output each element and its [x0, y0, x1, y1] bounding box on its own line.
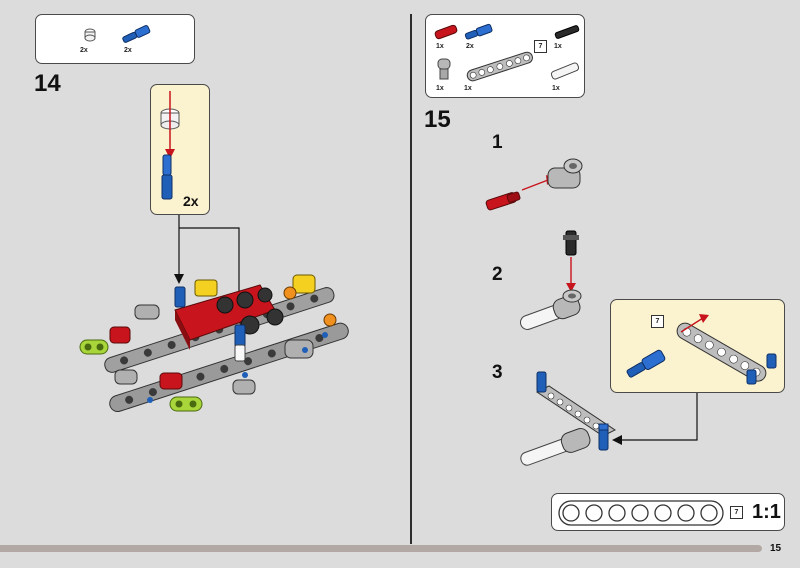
callout-assembly-illustration: [626, 314, 777, 385]
part-qty: 1x: [554, 43, 562, 50]
part-qty: 2x: [124, 47, 132, 54]
step14-model-illustration: [79, 274, 349, 413]
red-arrow-icon: [165, 91, 175, 159]
step15-parts-list: 1x 2x 7 1x 1x 1x 1x: [425, 14, 585, 98]
part-qty: 2x: [80, 47, 88, 54]
beam-length-badge: 7: [651, 315, 664, 328]
step14-parts-list: 2x 2x: [35, 14, 195, 64]
part-qty: 1x: [552, 85, 560, 92]
step-number-14: 14: [34, 70, 61, 97]
substep3-illustration: [520, 371, 616, 466]
scale-label: 1:1: [752, 501, 781, 523]
page-divider: [410, 14, 412, 544]
part-qty: 1x: [464, 85, 472, 92]
blue-axle-pin-icon: [161, 154, 173, 200]
grey-7-beam-icon: [466, 51, 533, 82]
beam-7-scale-icon: [558, 500, 724, 526]
black-axle-icon: [554, 25, 580, 39]
step14-subassembly-callout: 2x: [150, 84, 210, 215]
blue-axle-pin-icon: [122, 25, 151, 43]
beam-length-badge: 7: [534, 40, 547, 53]
part-qty: 1x: [436, 43, 444, 50]
substep-number-2: 2: [492, 264, 503, 285]
white-bush-icon: [84, 28, 96, 42]
page-number: 15: [770, 543, 782, 554]
substep-number-1: 1: [492, 132, 503, 153]
beam-length-badge: 7: [730, 506, 743, 519]
substep1-illustration: [485, 158, 583, 211]
white-axle-icon: [550, 62, 580, 80]
callout-qty: 2x: [183, 193, 199, 209]
step-number-15: 15: [424, 106, 451, 133]
part-qty: 1x: [436, 85, 444, 92]
grey-connector-icon: [437, 58, 451, 80]
substep3-callout: 7: [610, 299, 785, 393]
beam-scale-reference: 7 1:1: [551, 493, 785, 531]
substep2-illustration: [519, 230, 582, 330]
red-pin-icon: [434, 24, 458, 40]
blue-axle-pin-icon: [464, 23, 493, 40]
substep-number-3: 3: [492, 362, 503, 383]
part-qty: 2x: [466, 43, 474, 50]
progress-bar: [0, 545, 762, 552]
